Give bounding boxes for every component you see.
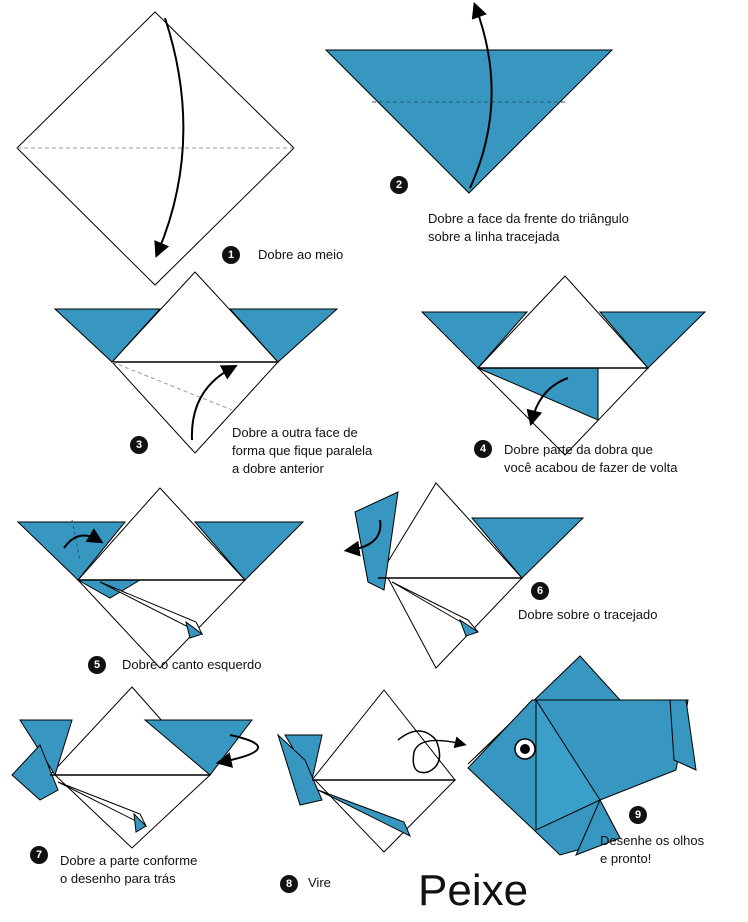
right-flap bbox=[228, 308, 339, 363]
step-number-6: 6 bbox=[531, 582, 549, 600]
fold-arrow bbox=[190, 365, 238, 441]
caption-line: sobre a linha tracejada bbox=[428, 229, 560, 244]
raised-flap bbox=[354, 491, 399, 591]
fold-arrow bbox=[215, 734, 259, 768]
step-7-diagram bbox=[11, 686, 259, 849]
step-number-5: 5 bbox=[88, 656, 106, 674]
step-9-diagram bbox=[467, 655, 697, 856]
bottom-fin bbox=[575, 798, 621, 856]
caption-line: o desenho para trás bbox=[60, 871, 176, 886]
step-3-caption: Dobre a outra face de forma que fique pa… bbox=[232, 424, 372, 478]
step-5-caption: Dobre o canto esquerdo bbox=[122, 656, 261, 674]
caption-line: você acabou de fazer de volta bbox=[504, 460, 678, 475]
step-4-caption: Dobre parte da dobra que você acabou de … bbox=[504, 441, 677, 477]
turn-over-arrow bbox=[397, 730, 467, 774]
caption-line: Vire bbox=[308, 875, 331, 890]
step-3-diagram bbox=[53, 271, 339, 454]
step-number-9: 9 bbox=[629, 806, 647, 824]
upper-triangle bbox=[310, 689, 457, 781]
caption-line: Dobre parte da dobra que bbox=[504, 442, 653, 457]
step-7-caption: Dobre a parte conforme o desenho para tr… bbox=[60, 852, 197, 888]
caption-line: Dobre sobre o tracejado bbox=[518, 607, 658, 622]
folded-flap bbox=[57, 781, 148, 828]
step-number-3: 3 bbox=[130, 436, 148, 454]
step-8-caption: Vire bbox=[308, 874, 331, 892]
step-1-caption: Dobre ao meio bbox=[258, 246, 343, 264]
step-number-7: 7 bbox=[30, 846, 48, 864]
caption-line: Dobre a face da frente do triângulo bbox=[428, 211, 629, 226]
right-flap bbox=[598, 311, 707, 369]
step-number-1: 1 bbox=[222, 246, 240, 264]
caption-line: Dobre ao meio bbox=[258, 247, 344, 262]
fold-arrow bbox=[63, 528, 104, 549]
caption-line: a dobre anterior bbox=[232, 461, 324, 476]
body-fold bbox=[535, 698, 601, 831]
caption-line: Dobre a parte conforme bbox=[60, 853, 198, 868]
caption-line: forma que fique paralela bbox=[232, 443, 373, 458]
fold-line bbox=[111, 361, 233, 411]
step-9-caption: Desenhe os olhos e pronto! bbox=[600, 832, 704, 868]
step-5-diagram bbox=[16, 487, 305, 669]
right-flap bbox=[193, 521, 305, 581]
fold-line bbox=[71, 519, 81, 561]
folded-flap bbox=[99, 581, 204, 636]
diagram-title: Peixe bbox=[418, 866, 529, 915]
step-6-diagram bbox=[343, 482, 585, 669]
fish-eye-pupil bbox=[520, 744, 530, 754]
caption-line: e pronto! bbox=[600, 851, 652, 866]
step-number-2: 2 bbox=[390, 176, 408, 194]
step-6-caption: Dobre sobre o tracejado bbox=[518, 606, 657, 624]
paper-square bbox=[16, 11, 295, 286]
folded-flap bbox=[391, 581, 479, 633]
step-4-diagram bbox=[420, 275, 707, 456]
step-number-8: 8 bbox=[280, 875, 298, 893]
fold-arrow bbox=[154, 17, 185, 258]
paper-triangle bbox=[324, 49, 614, 194]
fold-arrow bbox=[526, 377, 569, 427]
step-2-caption: Dobre a face da frente do triângulo sobr… bbox=[428, 210, 629, 246]
caption-line: Dobre a outra face de bbox=[232, 425, 358, 440]
tail-flap bbox=[11, 744, 59, 801]
right-flap bbox=[143, 719, 254, 776]
caption-line: Desenhe os olhos bbox=[600, 833, 705, 848]
step-2-diagram bbox=[324, 1, 614, 194]
tail-flap bbox=[276, 733, 323, 806]
step-number-4: 4 bbox=[474, 440, 492, 458]
caption-line: Dobre o canto esquerdo bbox=[122, 657, 262, 672]
tail-fin bbox=[669, 699, 697, 771]
left-flap bbox=[420, 311, 529, 369]
step-8-diagram bbox=[276, 689, 467, 853]
folded-flap bbox=[317, 789, 411, 838]
right-flap bbox=[470, 517, 585, 579]
fold-arrow bbox=[469, 1, 493, 189]
fold-arrow bbox=[343, 519, 382, 557]
step-1-diagram bbox=[16, 11, 295, 286]
left-flap bbox=[53, 308, 162, 363]
